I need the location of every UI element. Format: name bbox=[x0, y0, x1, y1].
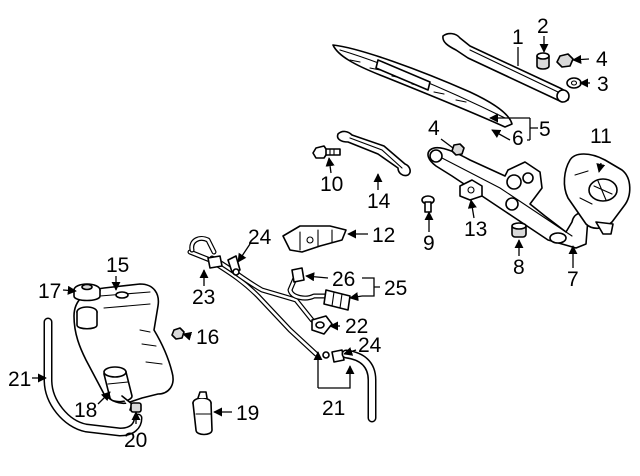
bolt-9 bbox=[421, 195, 435, 213]
callout-11: 11 bbox=[590, 125, 612, 148]
grommet-20 bbox=[130, 402, 142, 413]
callout-26: 26 bbox=[332, 268, 355, 291]
callout-10: 10 bbox=[320, 173, 343, 196]
callout-13: 13 bbox=[464, 218, 487, 241]
callout-2: 2 bbox=[537, 15, 549, 38]
bracket-13 bbox=[459, 179, 483, 201]
callout-15: 15 bbox=[106, 254, 129, 277]
nut-lower bbox=[451, 143, 465, 156]
connector-24-lower bbox=[322, 349, 345, 363]
nut-top bbox=[556, 53, 574, 68]
wiper-blade bbox=[332, 44, 513, 128]
nozzle-22 bbox=[311, 315, 333, 335]
callout-20: 20 bbox=[124, 429, 147, 452]
washer-pump-19 bbox=[192, 391, 213, 436]
callout-12: 12 bbox=[372, 224, 395, 247]
connector-24-upper bbox=[227, 255, 241, 276]
washer-reservoir bbox=[73, 283, 174, 405]
callout-1: 1 bbox=[512, 26, 524, 49]
hose-26 bbox=[287, 267, 351, 311]
callout-3: 3 bbox=[597, 73, 609, 96]
wiper-motor bbox=[563, 153, 631, 235]
callout-21b: 21 bbox=[322, 397, 345, 420]
washer-hose-23 bbox=[187, 235, 319, 357]
callout-17: 17 bbox=[38, 280, 61, 303]
grommet bbox=[511, 222, 527, 238]
bolt-10 bbox=[312, 145, 341, 159]
bracket-12 bbox=[282, 225, 347, 253]
callout-9: 9 bbox=[423, 232, 435, 255]
callout-8: 8 bbox=[513, 256, 525, 279]
callout-22: 22 bbox=[345, 315, 368, 338]
callout-14: 14 bbox=[367, 190, 391, 213]
callout-labels: 1 2 3 4 4 5 6 7 8 9 10 11 12 13 14 15 16… bbox=[8, 15, 612, 452]
reservoir-cap bbox=[73, 283, 101, 302]
callout-6: 6 bbox=[512, 127, 524, 150]
washer-pump-18 bbox=[103, 366, 133, 411]
callout-18: 18 bbox=[74, 399, 97, 422]
callout-19: 19 bbox=[236, 402, 259, 425]
washer bbox=[566, 77, 582, 89]
callout-25: 25 bbox=[384, 277, 407, 300]
wiper-arm bbox=[442, 32, 570, 103]
callout-4b: 4 bbox=[428, 117, 440, 140]
callout-23: 23 bbox=[192, 286, 215, 309]
nut-16 bbox=[171, 327, 185, 340]
callout-7: 7 bbox=[567, 268, 579, 291]
hose-left bbox=[43, 317, 143, 437]
callout-4a: 4 bbox=[596, 48, 608, 71]
arm-cap bbox=[536, 52, 550, 70]
drive-rod bbox=[336, 130, 411, 177]
linkage-assembly bbox=[427, 146, 589, 249]
callout-16: 16 bbox=[196, 326, 219, 349]
callout-5: 5 bbox=[539, 118, 551, 141]
leader-lines bbox=[32, 36, 606, 424]
callout-24a: 24 bbox=[248, 226, 272, 249]
callout-21a: 21 bbox=[8, 368, 31, 391]
callout-24b: 24 bbox=[358, 334, 382, 357]
